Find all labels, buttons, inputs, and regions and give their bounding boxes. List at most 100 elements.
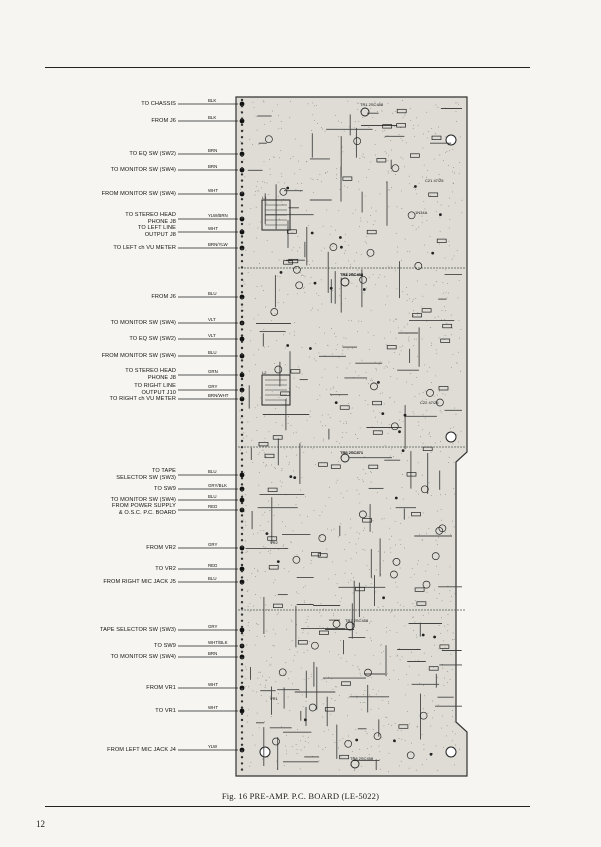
board-stipple [325,388,327,390]
board-stipple [245,249,247,251]
header-pin [240,644,244,647]
board-stipple [322,225,324,227]
board-stipple [260,397,261,399]
board-stipple [441,519,443,521]
board-stipple [395,318,396,320]
connection-label: TO STEREO HEAD PHONE J8 [125,212,176,225]
capacitor-footprint [406,751,415,760]
solder-pad [355,738,359,742]
board-stipple [293,267,295,269]
board-stipple [355,543,357,545]
board-stipple [307,615,309,617]
board-stipple [288,416,289,417]
board-stipple [442,282,444,284]
board-stipple [324,678,326,680]
header-pin [240,539,244,542]
board-stipple [249,765,251,767]
board-stipple [294,322,295,324]
board-stipple [416,725,418,727]
header-pin [240,712,244,715]
board-stipple [444,269,446,271]
board-stipple [378,745,380,747]
board-stipple [416,563,418,565]
board-stipple [303,600,305,602]
board-stipple [321,679,323,681]
board-stipple [381,110,383,112]
board-stipple [461,212,463,214]
board-stipple [390,139,392,141]
board-stipple [295,188,297,190]
resistor-footprint [287,229,297,234]
capacitor-footprint [390,570,398,579]
board-stipple [347,740,349,742]
connection-label: FROM J6 [151,117,176,124]
terminal-pad [239,545,245,551]
board-stipple [375,284,377,286]
board-stipple [386,295,388,297]
board-stipple [415,297,417,299]
board-stipple [413,630,415,631]
board-stipple [452,443,454,445]
board-stipple [367,404,369,406]
board-stipple [426,220,428,222]
header-pin [240,452,244,455]
connection-label: FROM POWER SUPPLY & O.S.C. P.C. BOARD [111,503,176,516]
board-stipple [265,465,267,467]
board-stipple [303,274,305,276]
board-stipple [341,437,343,438]
board-stipple [442,292,444,294]
board-stipple [243,280,245,282]
board-stipple [451,366,452,368]
board-stipple [342,737,344,739]
board-stipple [321,376,323,378]
header-pin [240,160,244,164]
board-stipple [436,394,438,396]
board-stipple [291,249,293,251]
board-stipple [362,481,364,483]
board-stipple [269,552,271,554]
board-stipple [338,695,340,696]
board-stipple [458,319,460,321]
board-stipple [301,183,303,184]
board-stipple [292,156,294,158]
board-stipple [255,623,257,625]
board-stipple [294,334,296,336]
board-stipple [257,677,259,679]
board-stipple [401,656,403,658]
pcb-traces [245,108,462,770]
component-label: 1N34A [415,210,428,215]
board-stipple [384,137,386,138]
board-stipple [381,518,383,520]
board-stipple [388,752,390,754]
board-stipple [245,505,247,507]
board-stipple [368,383,370,385]
board-stipple [459,337,461,339]
board-stipple [318,745,319,747]
board-stipple [389,397,391,399]
board-stipple [271,656,273,658]
board-stipple [303,679,305,681]
board-stipple [359,669,360,671]
board-stipple [363,616,365,618]
board-stipple [445,291,447,293]
board-stipple [366,235,368,237]
board-stipple [242,519,244,521]
capacitor-footprint [422,580,431,589]
board-stipple [369,379,371,381]
board-stipple [359,672,361,674]
solder-pad [429,752,433,756]
board-stipple [325,172,327,174]
board-stipple [398,765,400,767]
board-stipple [332,733,334,735]
board-stipple [368,126,370,128]
board-stipple [404,625,406,627]
board-stipple [355,209,357,211]
board-stipple [262,100,264,102]
board-stipple [406,300,408,302]
board-stipple [394,615,395,617]
board-stipple [349,362,351,364]
resistor-footprint [406,472,417,477]
board-stipple [406,381,408,383]
board-stipple [383,650,385,652]
board-stipple [259,684,261,686]
